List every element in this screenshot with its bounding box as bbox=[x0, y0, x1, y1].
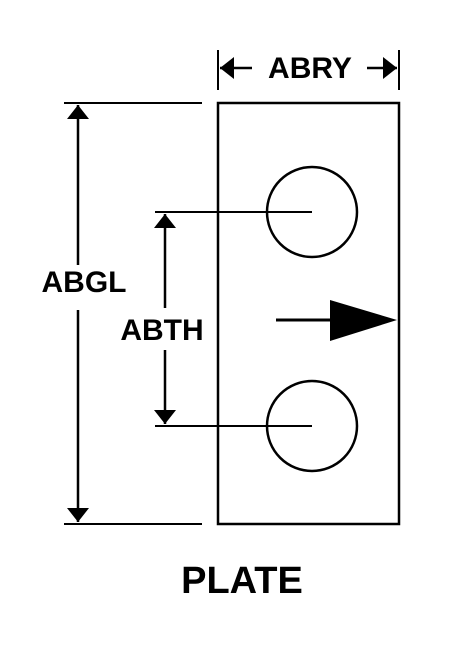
plate-outline bbox=[216, 101, 401, 526]
part-name-label: PLATE bbox=[181, 560, 303, 602]
width-dimension-label: ABRY bbox=[268, 52, 352, 85]
overall-length-label: ABGL bbox=[42, 266, 127, 299]
width-dimension bbox=[217, 50, 400, 90]
overall-length-dimension bbox=[64, 102, 202, 525]
direction-arrow bbox=[276, 300, 397, 341]
hole-spacing-label: ABTH bbox=[120, 314, 203, 347]
hole-spacing-dimension bbox=[154, 211, 312, 427]
